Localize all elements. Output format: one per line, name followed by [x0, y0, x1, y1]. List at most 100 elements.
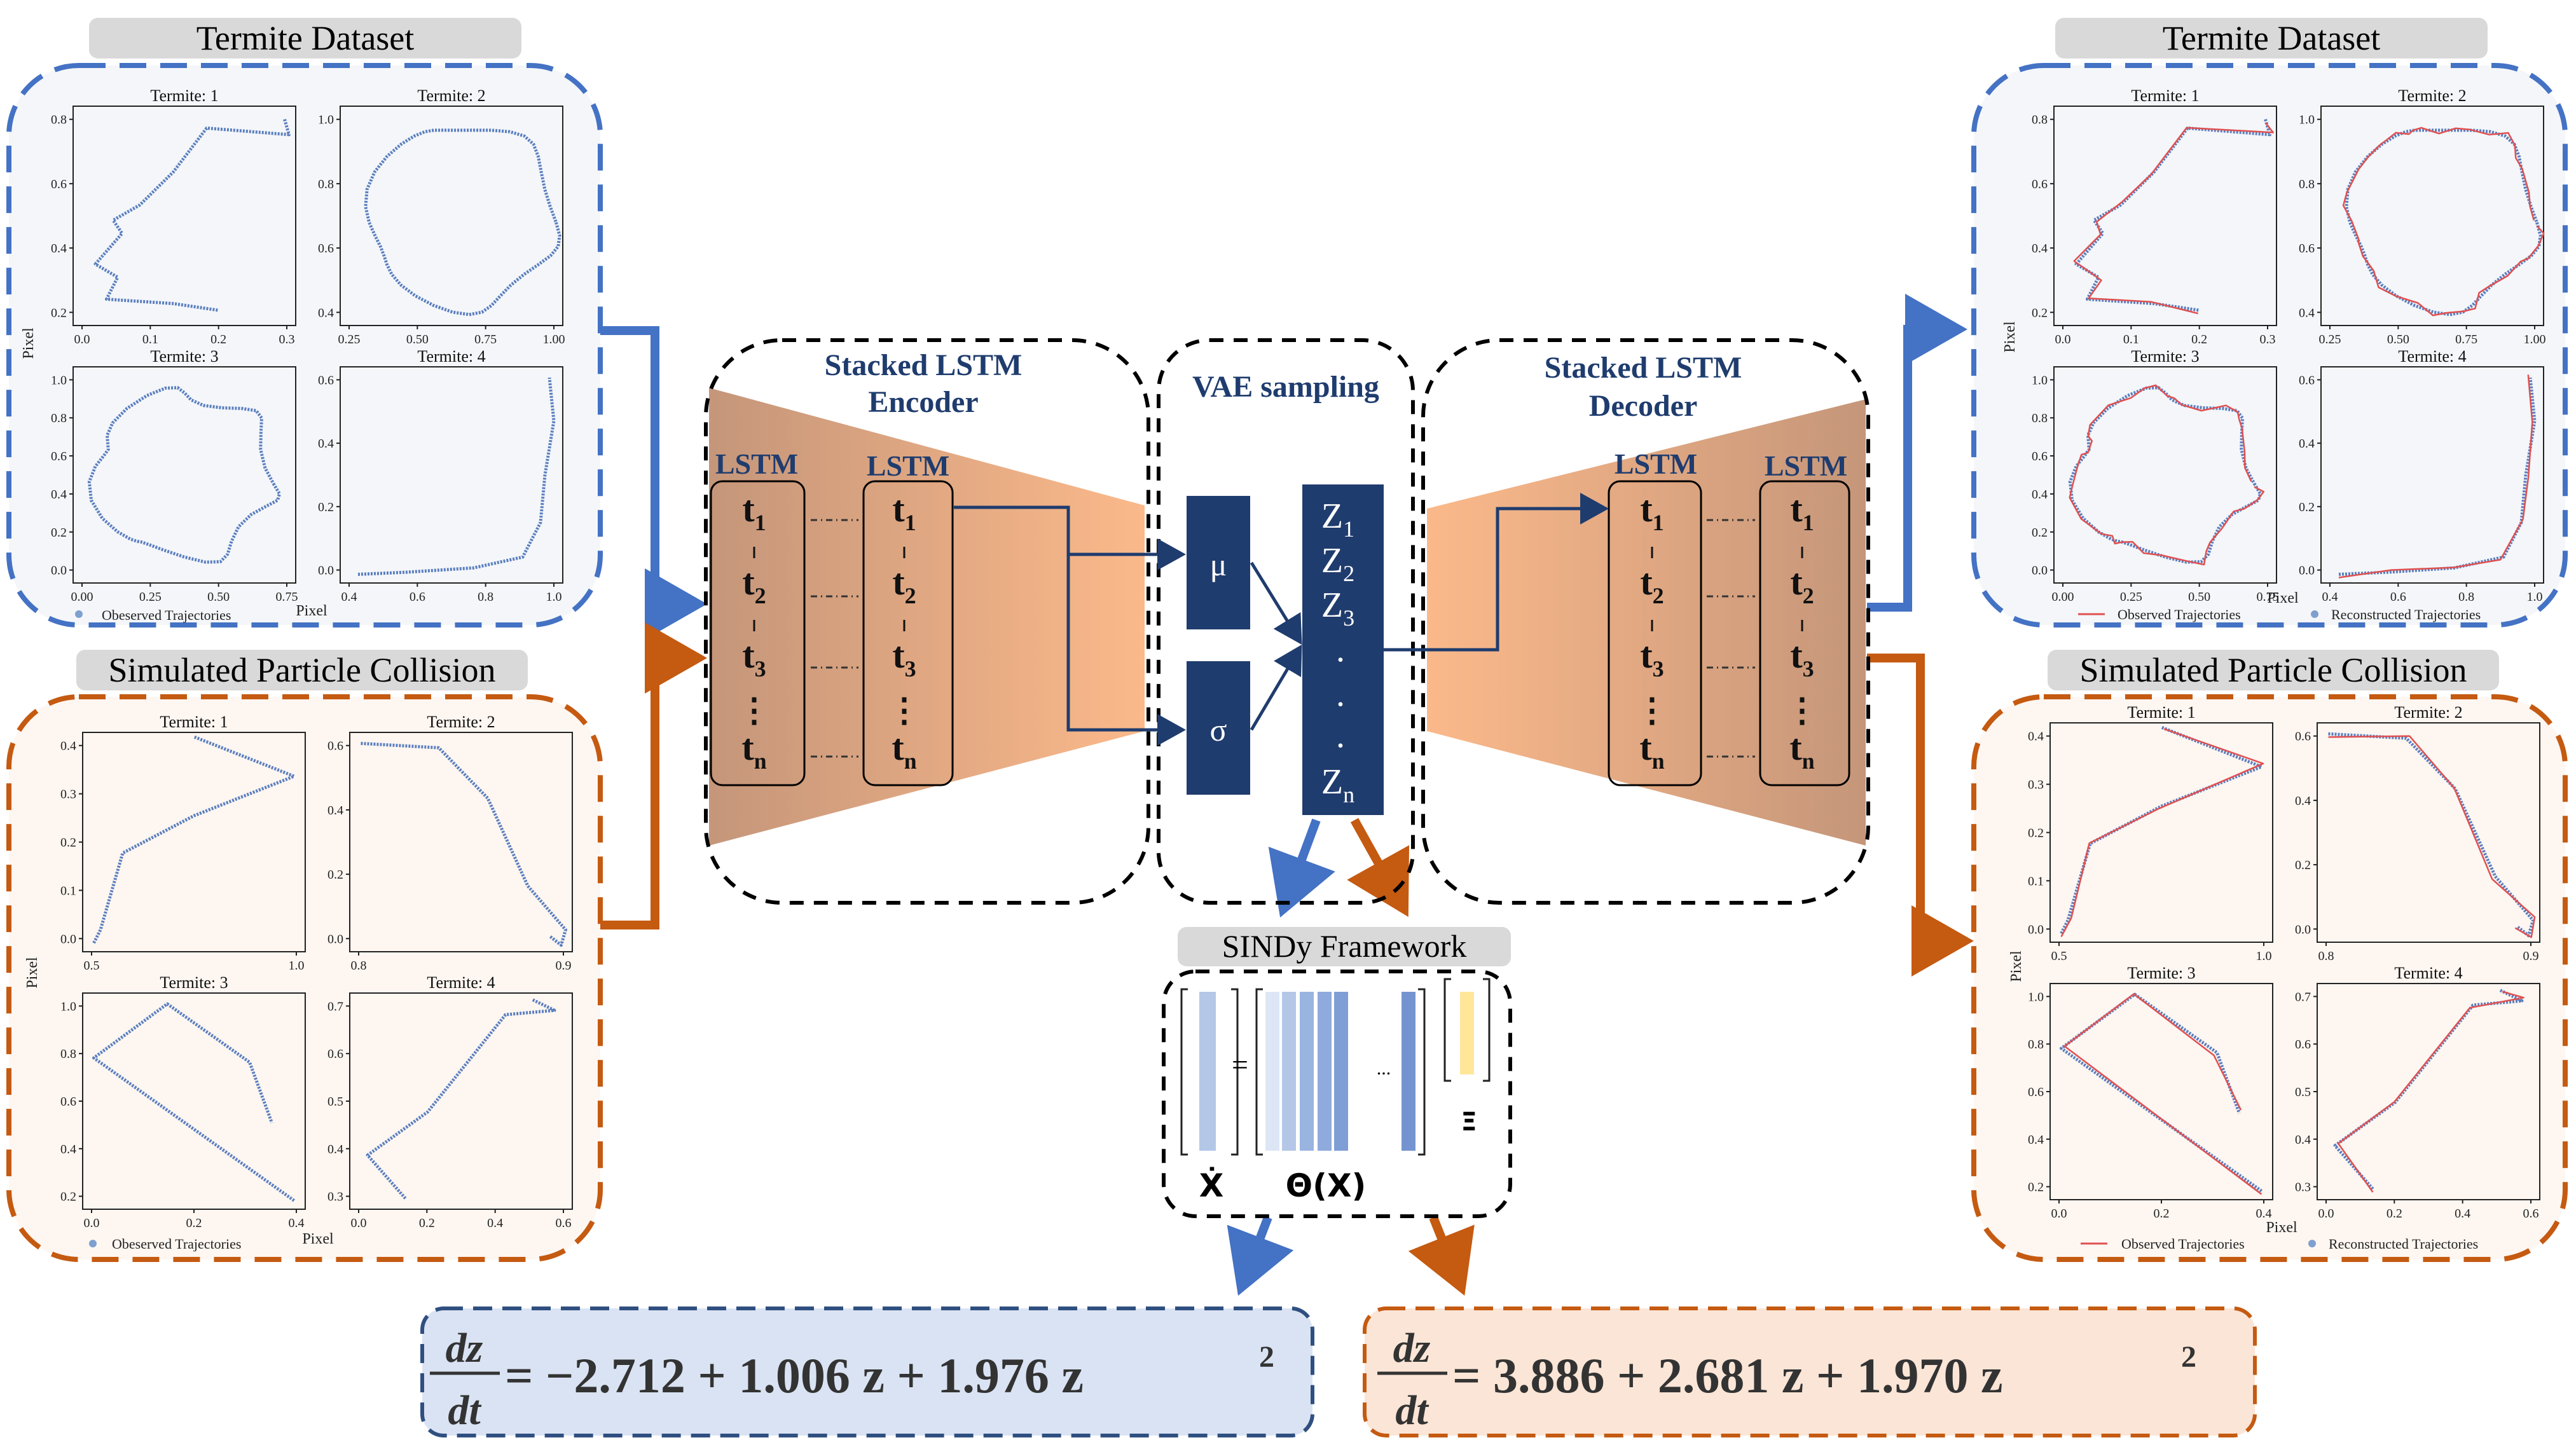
left-particle-3-xtick-label: 0.0: [84, 1216, 100, 1230]
mu-label: μ: [1210, 547, 1227, 582]
arrow-latent-to-decoder: [1384, 493, 1609, 652]
encoder-lstm-column-2: [862, 480, 954, 786]
left-termite-2-ytick-label: 0.8: [318, 177, 334, 191]
left-particle-2-ytick-label: 0.6: [327, 739, 343, 753]
ylabel-right-termite: Pixel: [2002, 321, 2018, 353]
left-particle-3-ytick-label: 0.6: [60, 1095, 76, 1109]
mu-box: [1187, 496, 1250, 629]
left-particle-3-title: Termite: 3: [160, 973, 228, 992]
latent-dot: .: [1336, 630, 1345, 669]
decoder-title-line2: Decoder: [1589, 389, 1698, 423]
left-particle-4-ytick-label: 0.4: [327, 1142, 343, 1156]
legend-observed-right-termite: Observed Trajectories: [2118, 607, 2241, 622]
left-termite-3-ytick-label: 0.2: [51, 526, 67, 540]
left-termite-2-ytick-label: 1.0: [318, 113, 334, 127]
connector-arrows: [600, 294, 1974, 1296]
left-particle-2-ytick-label: 0.4: [327, 804, 343, 818]
matrix-bracket: [1255, 988, 1263, 1156]
left-termite-4-ytick-label: 0.0: [318, 564, 334, 578]
encoder-dashed-box: [704, 338, 1150, 905]
latent-dot: .: [1336, 716, 1345, 755]
right-particle-4-ytick-label: 0.3: [2295, 1181, 2311, 1195]
left-particle-3-ytick-label: 1.0: [60, 999, 76, 1013]
left-termite-2-xtick-label: 0.25: [338, 333, 361, 346]
decoder-dashed-box: [1421, 338, 1870, 905]
right-particle-4-ytick-label: 0.6: [2295, 1038, 2311, 1052]
left-termite-observed-trajectory: [93, 119, 291, 312]
left-termite-3-title: Termite: 3: [150, 347, 218, 366]
right-particle-reconstructed-trajectory: [2328, 735, 2536, 938]
left-termite-2-xtick-label: 1.00: [543, 333, 565, 346]
right-termite-3-xtick-label: 0.50: [2188, 590, 2210, 604]
left-particle-1-xtick-label: 1.0: [289, 959, 305, 973]
matrix-bracket: [1180, 988, 1188, 1156]
termite-title-left: Termite Dataset: [196, 19, 415, 57]
left-termite-1-xtick-label: 0.3: [279, 333, 295, 346]
legend-reconstructed-right-termite: Reconstructed Trajectories: [2331, 607, 2481, 622]
xlabel-left-particle: Pixel: [302, 1231, 334, 1247]
right-termite-2-ytick-label: 1.0: [2299, 113, 2315, 127]
encoder-col2-vdots: ⋮: [888, 693, 921, 729]
right-termite-reconstructed-trajectory: [2073, 122, 2274, 315]
left-termite-3-xtick-label: 0.50: [207, 590, 230, 604]
equation-blue-box: [420, 1306, 1314, 1437]
right-termite-3-title: Termite: 3: [2131, 347, 2199, 366]
left-particle-4-ytick-label: 0.3: [327, 1190, 343, 1204]
right-termite-3-ytick-label: 0.8: [2032, 411, 2048, 425]
right-termite-4-axes: [2320, 366, 2544, 584]
right-particle-2-xtick-label: 0.8: [2318, 949, 2334, 963]
legend-marker-observed: [75, 610, 83, 618]
left-termite-4-ytick-label: 0.4: [318, 437, 334, 451]
left-particle-1-ytick-label: 0.4: [60, 739, 76, 753]
right-termite-2-xtick-label: 0.75: [2455, 333, 2477, 346]
left-particle-panel: Simulated Particle Collision Termite: 10…: [6, 650, 603, 1262]
left-termite-observed-trajectory: [357, 377, 556, 576]
left-termite-4-axes: [340, 366, 563, 584]
right-termite-1-axes: [2053, 106, 2277, 326]
matrix-bracket: [1231, 988, 1239, 1156]
right-termite-observed-trajectory: [2068, 386, 2263, 564]
right-particle-panel: Simulated Particle Collision Termite: 10…: [1971, 650, 2568, 1262]
xlabel-right-particle: Pixel: [2266, 1219, 2297, 1236]
encoder-trapezoid: [709, 388, 1145, 846]
legend-observed-left-termite: Obeserved Trajectories: [102, 607, 231, 623]
left-termite-3-ytick-label: 0.4: [51, 488, 67, 502]
theta-library-bar: [1265, 992, 1279, 1151]
xdot-bar: [1199, 992, 1216, 1151]
right-particle-3-ytick-label: 1.0: [2028, 990, 2044, 1004]
right-termite-4-xtick-label: 0.6: [2390, 590, 2406, 604]
right-termite-3-xtick-label: 0.00: [2052, 590, 2074, 604]
encoder-title-line2: Encoder: [868, 385, 978, 419]
right-termite-4-title: Termite: 4: [2398, 347, 2466, 366]
right-particle-1-ytick-label: 0.3: [2028, 778, 2044, 792]
right-particle-1-xtick-label: 1.0: [2256, 949, 2272, 963]
left-particle-3-xtick-label: 0.4: [289, 1216, 305, 1230]
sindy-title-box: [1178, 927, 1511, 966]
left-termite-3-ytick-label: 0.8: [51, 411, 67, 425]
left-particle-1-ytick-label: 0.1: [60, 884, 76, 898]
arrow-decoder-to-termite: [1867, 294, 1967, 612]
decoder-lstm-column-2: [1759, 480, 1850, 786]
stacked-lstm-decoder: Stacked LSTM Decoder LSTM LSTM t1t2t3tn⋮…: [1384, 338, 1870, 905]
right-termite-2-axes: [2320, 106, 2544, 326]
equation-particle: dz dt = 3.886 + 2.681 z + 1.970 z 2: [1363, 1306, 2257, 1437]
left-termite-4-title: Termite: 4: [417, 347, 485, 366]
right-termite-3-xtick-label: 0.25: [2120, 590, 2142, 604]
right-particle-2-axes: [2317, 722, 2540, 943]
left-termite-2-title: Termite: 2: [417, 86, 485, 105]
left-particle-2-ytick-label: 0.2: [327, 868, 343, 882]
sindy-equals: =: [1232, 1048, 1248, 1081]
right-particle-4-title: Termite: 4: [2394, 964, 2462, 982]
left-particle-1-xtick-label: 0.5: [84, 959, 100, 973]
encoder-col1-vdots: ⋮: [738, 693, 771, 729]
eq-orange-power: 2: [2181, 1340, 2196, 1374]
arrow-latent-to-sindy-blue: [1268, 818, 1335, 918]
